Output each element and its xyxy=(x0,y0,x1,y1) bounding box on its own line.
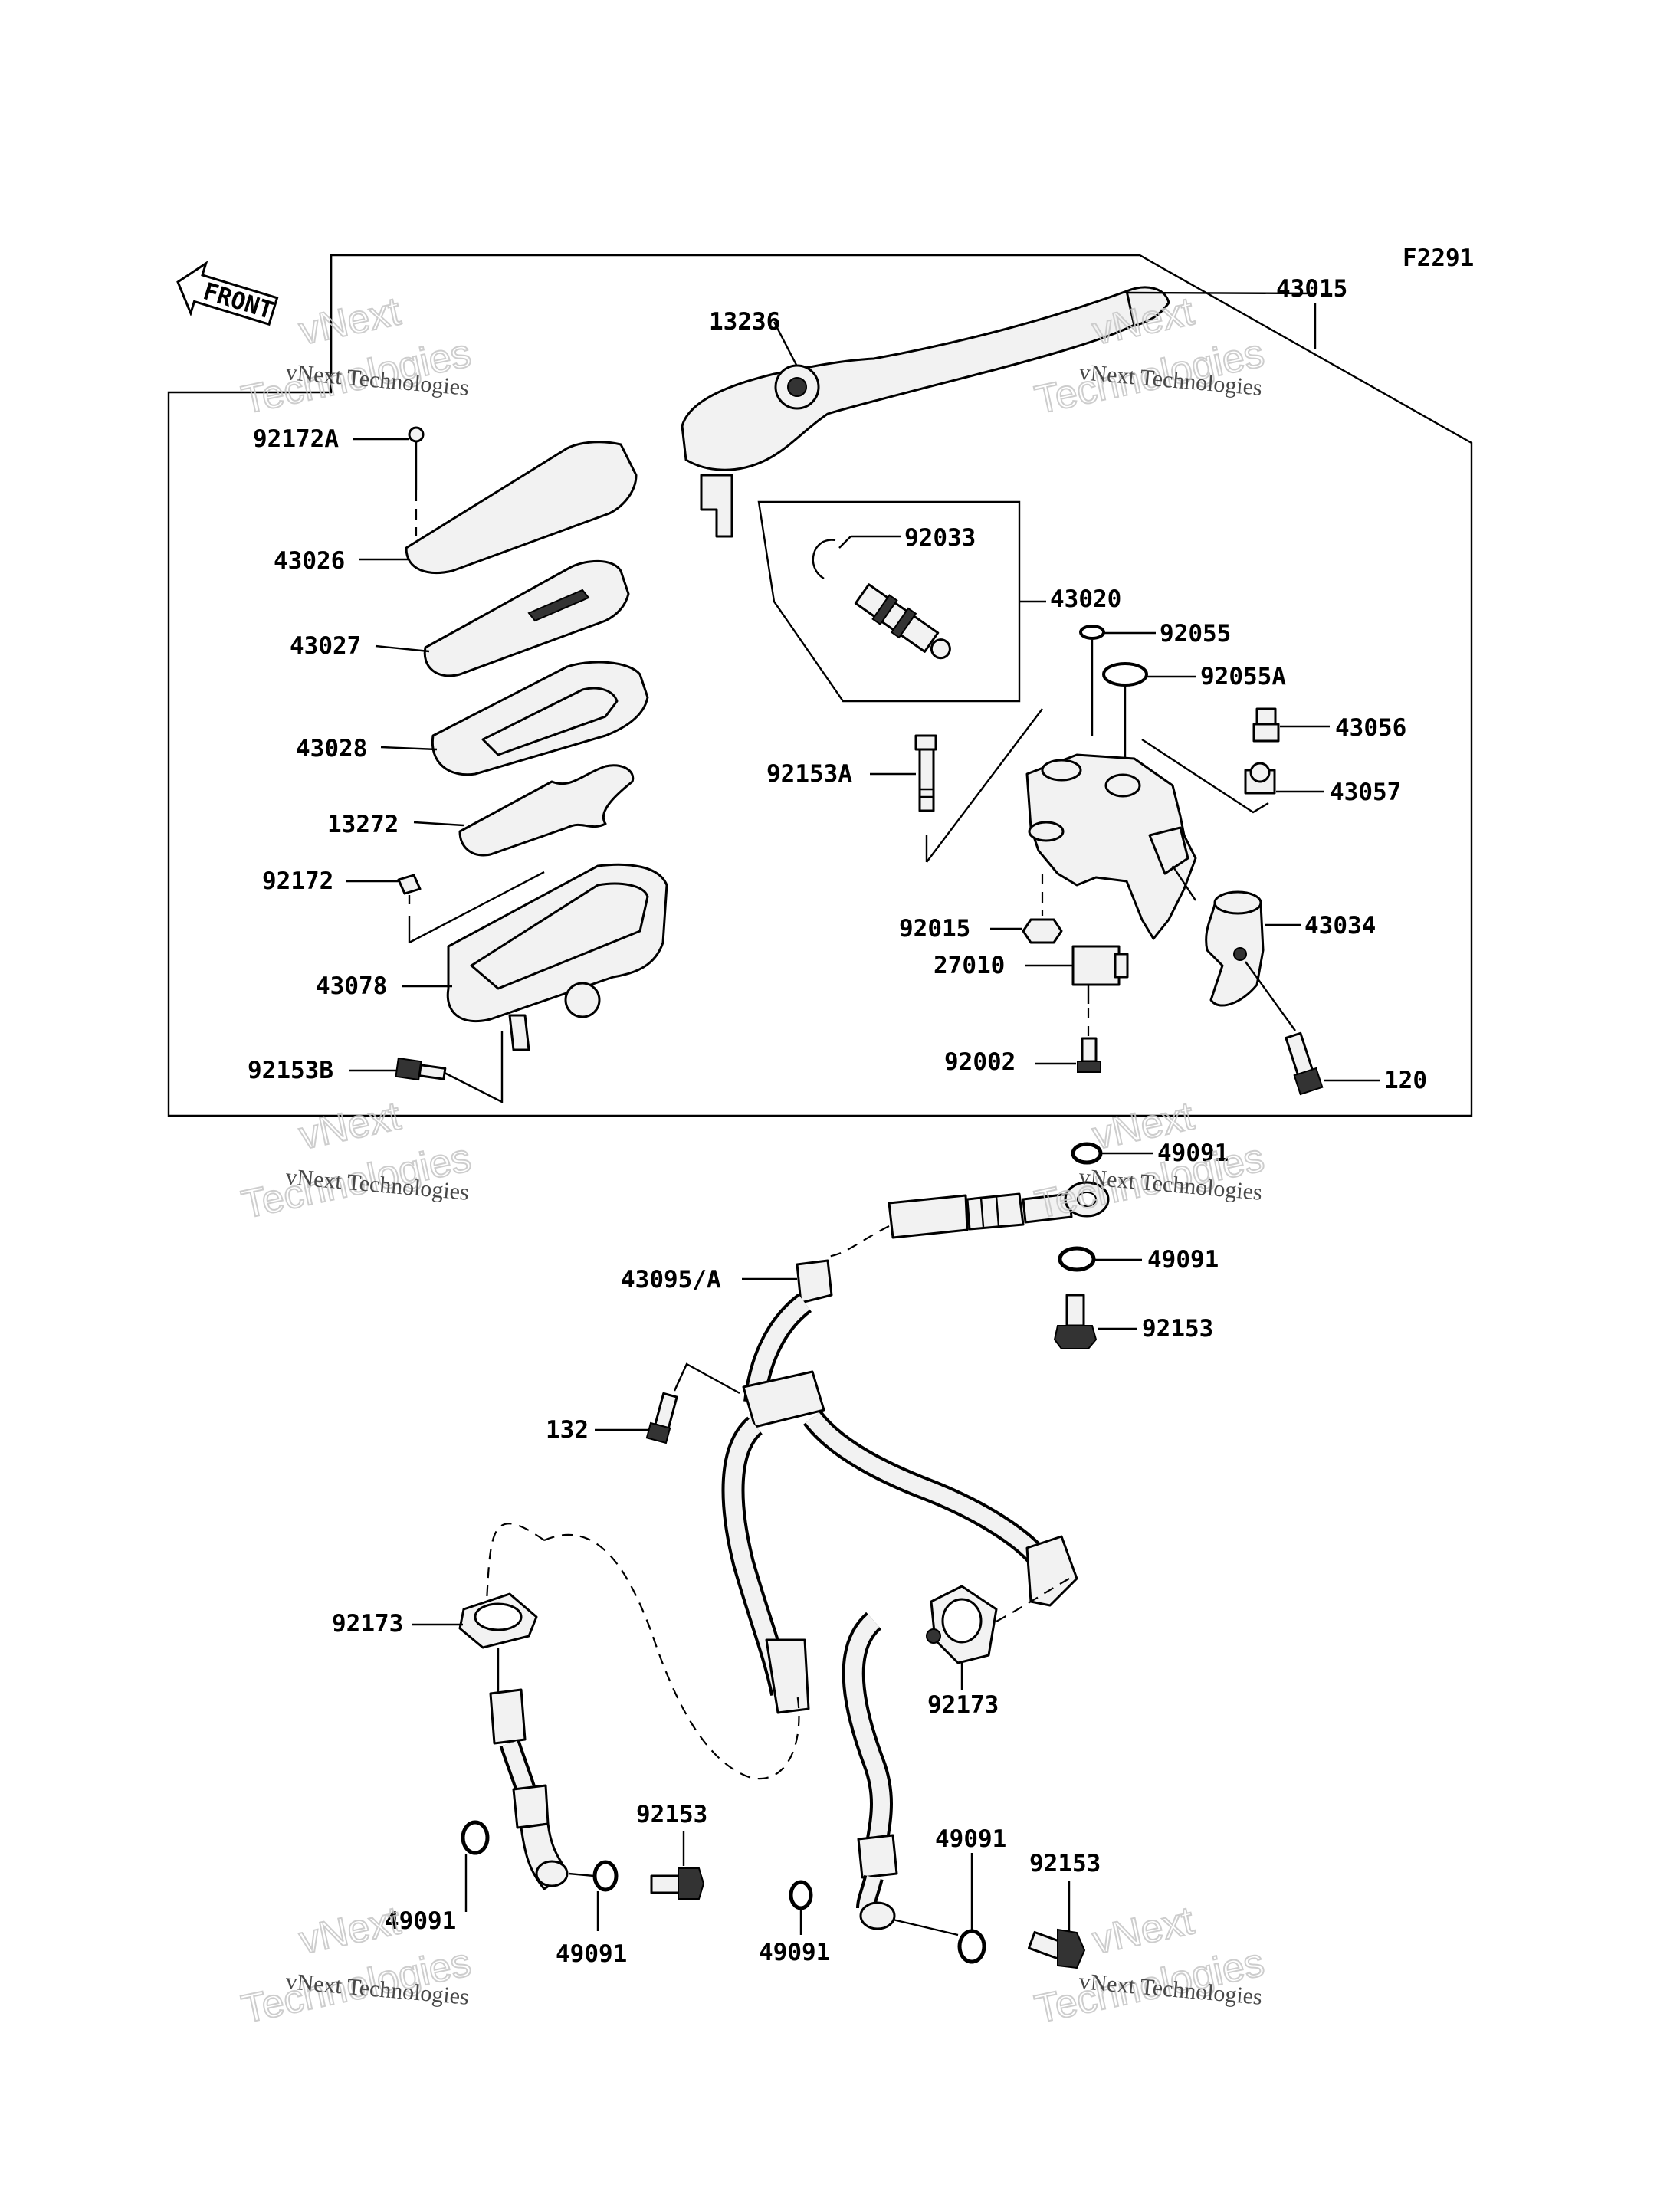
clamp-92173-left-icon xyxy=(458,1592,538,1649)
callout-92033: 92033 xyxy=(904,524,976,552)
callout-49091-d: 49091 xyxy=(556,1940,627,1968)
banjo-bolt-92153-right-icon xyxy=(1028,1928,1086,1969)
callout-43057: 43057 xyxy=(1330,779,1401,806)
hose-banjo-top-icon xyxy=(888,1181,1110,1239)
callout-92173-right: 92173 xyxy=(927,1691,999,1719)
nut-92015-icon xyxy=(1022,918,1063,944)
hose-dash-left xyxy=(485,1523,800,1780)
callout-43026: 43026 xyxy=(274,547,345,575)
circlip-part xyxy=(812,536,851,580)
piston-part xyxy=(854,583,951,660)
bolt-132-icon xyxy=(645,1392,678,1444)
callout-92172A: 92172A xyxy=(253,425,339,453)
callout-92153A: 92153A xyxy=(766,760,852,788)
bolt-120-icon xyxy=(1245,961,1324,1096)
screw-92172-icon xyxy=(397,874,422,904)
brake-hose-right-lower-part xyxy=(856,1834,959,1936)
callout-43020: 43020 xyxy=(1050,585,1121,613)
master-cylinder-body-part xyxy=(1025,753,1197,940)
watermark: vNext Technologies vNext Technologies vN… xyxy=(237,288,1268,2032)
subassembly-43020-outline xyxy=(757,500,1021,703)
callout-49091-b: 49091 xyxy=(1147,1246,1219,1274)
callout-92172: 92172 xyxy=(262,867,333,895)
bolt-92153B-icon xyxy=(395,1057,447,1081)
hose-dash-top xyxy=(823,1225,890,1258)
callout-49091-f: 49091 xyxy=(935,1825,1006,1853)
brake-lever-part xyxy=(681,286,1170,538)
callout-49091-a: 49091 xyxy=(1157,1139,1229,1167)
washer-49091-right2-icon xyxy=(957,1929,986,1964)
callout-49091-e: 49091 xyxy=(759,1939,830,1966)
seal-92055-icon xyxy=(1079,625,1105,640)
callout-43095A: 43095/A xyxy=(621,1266,721,1294)
callout-92173-left: 92173 xyxy=(332,1610,403,1638)
callout-43015: 43015 xyxy=(1276,275,1347,303)
callout-13236: 13236 xyxy=(709,308,780,336)
banjo-bolt-92153-top-icon xyxy=(1053,1294,1098,1349)
watermark-line2: vNext xyxy=(295,1094,405,1158)
bleed-valve-43056-icon xyxy=(1252,707,1280,743)
callout-92002: 92002 xyxy=(944,1048,1016,1076)
assembly-outline xyxy=(167,254,1473,1117)
washer-49091-mid-icon xyxy=(1058,1246,1096,1272)
brake-hose-left-lower-part xyxy=(489,1648,569,1890)
callout-92153-a: 92153 xyxy=(1142,1315,1213,1343)
washer-49091-left1-icon xyxy=(461,1820,490,1855)
callout-43056: 43056 xyxy=(1335,714,1406,742)
screw-92002-icon xyxy=(1077,1037,1101,1073)
bleed-cap-43057-icon xyxy=(1244,762,1276,795)
diaphragm-plate-part xyxy=(423,559,630,677)
callout-120: 120 xyxy=(1384,1067,1427,1094)
clamp-92173-right-icon xyxy=(926,1585,998,1664)
callout-92015: 92015 xyxy=(899,915,970,943)
seal-92055A-icon xyxy=(1102,662,1148,687)
pivot-bolt-92153A-icon xyxy=(914,734,937,862)
front-label: FRONT xyxy=(200,277,277,325)
callout-92153-c: 92153 xyxy=(1029,1850,1101,1877)
gasket-part xyxy=(458,764,635,857)
callout-43028: 43028 xyxy=(296,735,367,762)
callout-92153B: 92153B xyxy=(248,1057,333,1084)
reservoir-cap-part xyxy=(405,441,638,574)
callout-49091-c: 49091 xyxy=(385,1907,456,1935)
watermark-line2: vNext xyxy=(295,289,405,353)
banjo-bolt-92153-middle-icon xyxy=(650,1867,705,1900)
brake-hose-43095A-part xyxy=(721,1259,1078,1841)
callout-43027: 43027 xyxy=(290,632,361,660)
switch-27010-icon xyxy=(1071,945,1129,1004)
washer-49091-right1-icon xyxy=(789,1880,813,1910)
front-arrow-icon: FRONT xyxy=(176,261,279,326)
callout-92153-b: 92153 xyxy=(636,1801,707,1828)
watermark-line2: vNext xyxy=(1088,1898,1198,1963)
callout-13272: 13272 xyxy=(327,811,399,838)
watermark-line2: vNext xyxy=(295,1898,405,1963)
callout-43078: 43078 xyxy=(316,972,387,1000)
washer-49091-left2-icon xyxy=(592,1860,619,1892)
callout-92055A: 92055A xyxy=(1200,663,1286,690)
callout-92055: 92055 xyxy=(1160,620,1231,648)
callout-43034: 43034 xyxy=(1304,912,1376,939)
callout-132: 132 xyxy=(546,1416,589,1444)
screw-92172A-icon xyxy=(408,426,425,536)
callout-27010: 27010 xyxy=(934,952,1005,979)
washer-49091-top-icon xyxy=(1071,1142,1103,1165)
figure-code: F2291 xyxy=(1403,244,1474,272)
